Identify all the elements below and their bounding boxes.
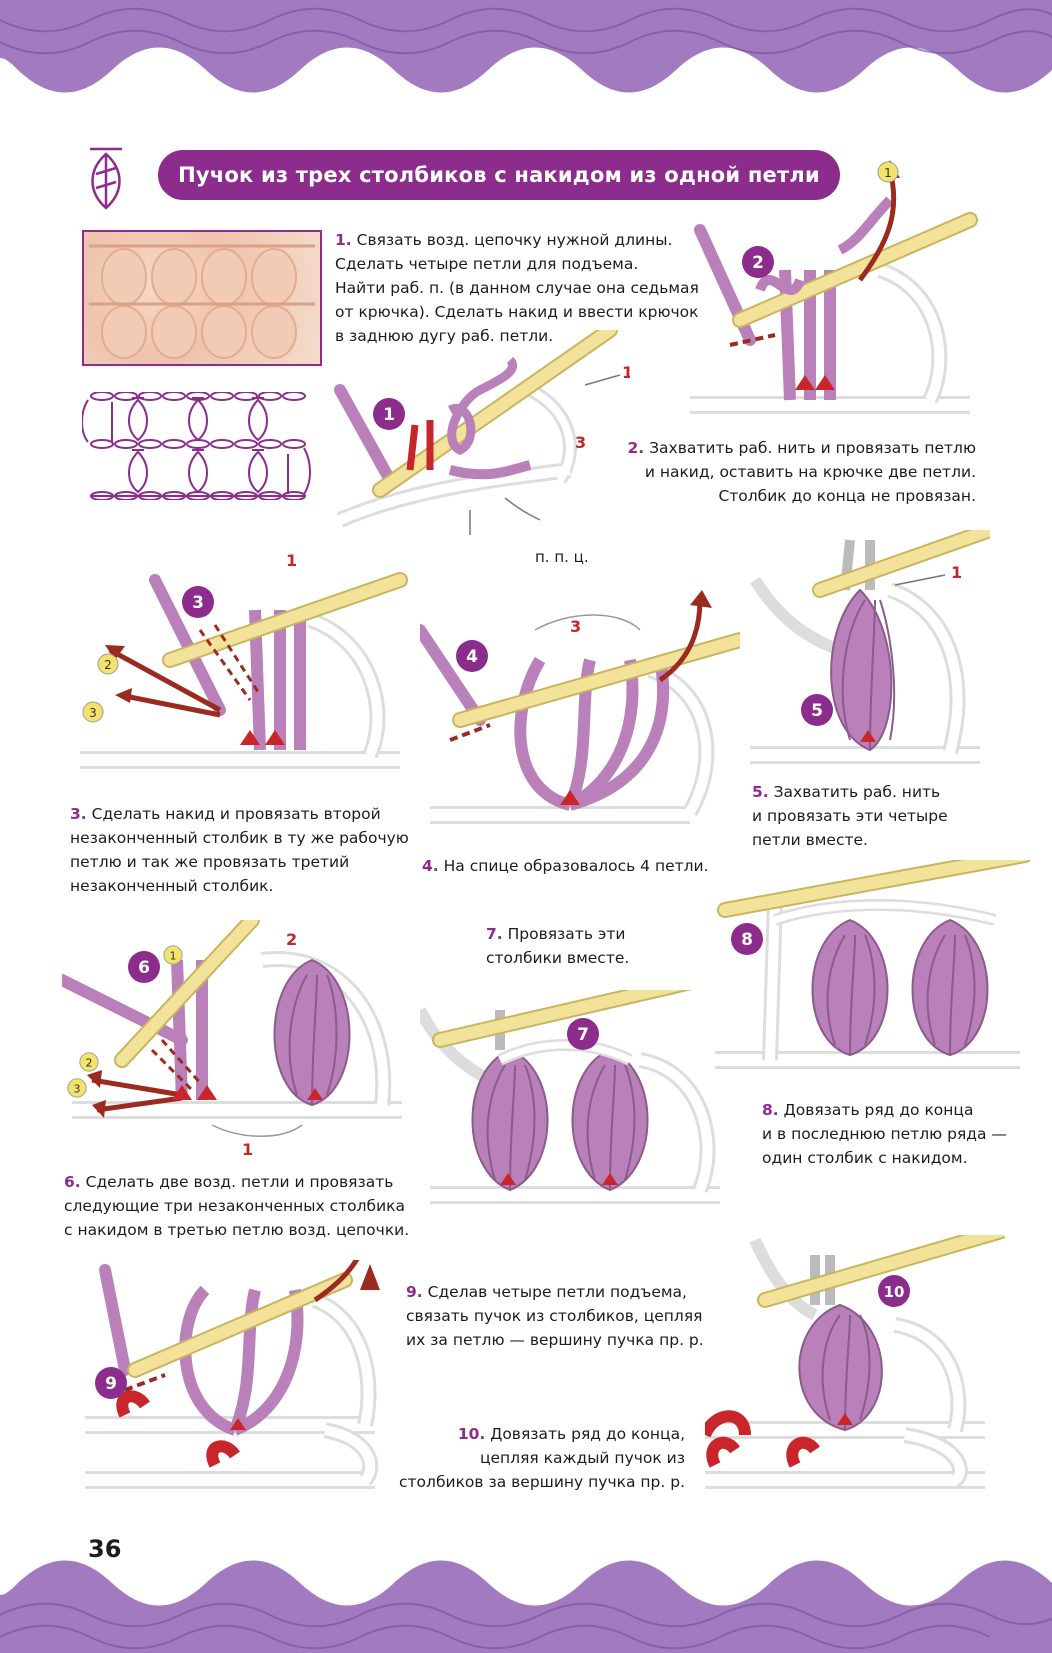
step-3-text: 3. Сделать накид и провязать второй неза… xyxy=(70,805,409,895)
diagram-step-5 xyxy=(750,530,990,764)
step-4-text: 4. На спице образовалось 4 петли. xyxy=(422,857,709,875)
svg-text:6: 6 xyxy=(138,958,150,978)
svg-text:7: 7 xyxy=(577,1025,589,1045)
crochet-bobble-symbol-icon xyxy=(90,147,122,210)
badge-2: 2 xyxy=(742,246,774,278)
page-title: Пучок из трех столбиков с накидом из одн… xyxy=(158,150,840,200)
step-7-text: 7. Провязать эти столбики вместе. xyxy=(486,925,630,967)
crochet-chart-diagram xyxy=(82,392,311,500)
diagram-step-3 xyxy=(80,572,408,769)
step-9-text: 9. Сделав четыре петли подъема, связать … xyxy=(406,1283,704,1349)
svg-text:1: 1 xyxy=(622,363,630,382)
diagram-step-10 xyxy=(705,1235,1005,1489)
diagram-step-1: 1 3 xyxy=(334,330,630,535)
svg-text:3: 3 xyxy=(575,433,586,452)
diagram-step-9 xyxy=(85,1260,379,1489)
diagram-step-4 xyxy=(420,590,740,824)
label-one-step5: 1 xyxy=(951,563,963,582)
sample-photo xyxy=(82,230,322,366)
svg-text:1: 1 xyxy=(170,950,177,963)
yellow-marker-2: 2 xyxy=(97,653,119,675)
svg-text:1: 1 xyxy=(884,166,892,180)
svg-text:3: 3 xyxy=(192,593,204,613)
step-1-text: 1. Связать возд. цепочку нужной длины. С… xyxy=(335,231,699,345)
crochet-hook-icon xyxy=(372,330,618,498)
badge-1: 1 xyxy=(373,398,405,430)
diagram-step-8 xyxy=(715,860,1030,1069)
svg-text:2: 2 xyxy=(86,1057,93,1070)
label-one-step6: 1 xyxy=(242,1140,254,1159)
svg-text:2: 2 xyxy=(752,253,764,273)
arrow-up-step9 xyxy=(360,1264,380,1290)
svg-text:3: 3 xyxy=(74,1083,81,1096)
diagram-step-2 xyxy=(690,160,978,414)
step-6-text: 6. Сделать две возд. петли и провязать с… xyxy=(64,1173,410,1239)
svg-text:5: 5 xyxy=(811,701,823,721)
yellow-marker-6-2: 2 xyxy=(79,1052,99,1072)
label-three-step4: 3 xyxy=(570,617,582,636)
chart-chain-row xyxy=(90,392,306,500)
svg-text:4: 4 xyxy=(466,647,478,667)
step-10-text: 10. Довязать ряд до конца, цепляя каждый… xyxy=(399,1425,685,1491)
label-one-step3: 1 xyxy=(286,551,298,570)
yellow-marker-3: 3 xyxy=(82,701,104,723)
badge-7: 7 xyxy=(567,1018,599,1050)
svg-text:8: 8 xyxy=(741,930,753,950)
yellow-marker-1: 1 xyxy=(877,161,899,183)
yellow-marker-6-1: 1 xyxy=(163,945,183,965)
svg-text:10: 10 xyxy=(884,1283,905,1301)
diagram-step-6 xyxy=(62,920,402,1137)
step-5-text: 5. Захватить раб. нить и провязать эти ч… xyxy=(752,783,948,849)
badge-9: 9 xyxy=(95,1367,127,1399)
badge-8: 8 xyxy=(731,923,763,955)
badge-3: 3 xyxy=(182,586,214,618)
label-two-step6: 2 xyxy=(286,930,298,949)
svg-text:2: 2 xyxy=(104,658,112,672)
svg-text:1: 1 xyxy=(383,405,395,425)
step-8-text: 8. Довязать ряд до конца и в последнюю п… xyxy=(762,1101,1007,1167)
step-2-text: 2. Захватить раб. нить и провязать петлю… xyxy=(627,439,976,505)
svg-text:9: 9 xyxy=(105,1374,117,1394)
top-wave-border xyxy=(0,0,1052,93)
label-ppc: п. п. ц. xyxy=(535,548,589,566)
bottom-wave-border xyxy=(0,1560,1052,1653)
badge-6: 6 xyxy=(128,951,160,983)
badge-5: 5 xyxy=(801,694,833,726)
svg-text:3: 3 xyxy=(89,706,97,720)
yellow-marker-6-3: 3 xyxy=(67,1078,87,1098)
page-number: 36 xyxy=(88,1535,122,1563)
badge-10: 10 xyxy=(878,1275,910,1307)
badge-4: 4 xyxy=(456,640,488,672)
diagram-step-7 xyxy=(420,990,720,1204)
